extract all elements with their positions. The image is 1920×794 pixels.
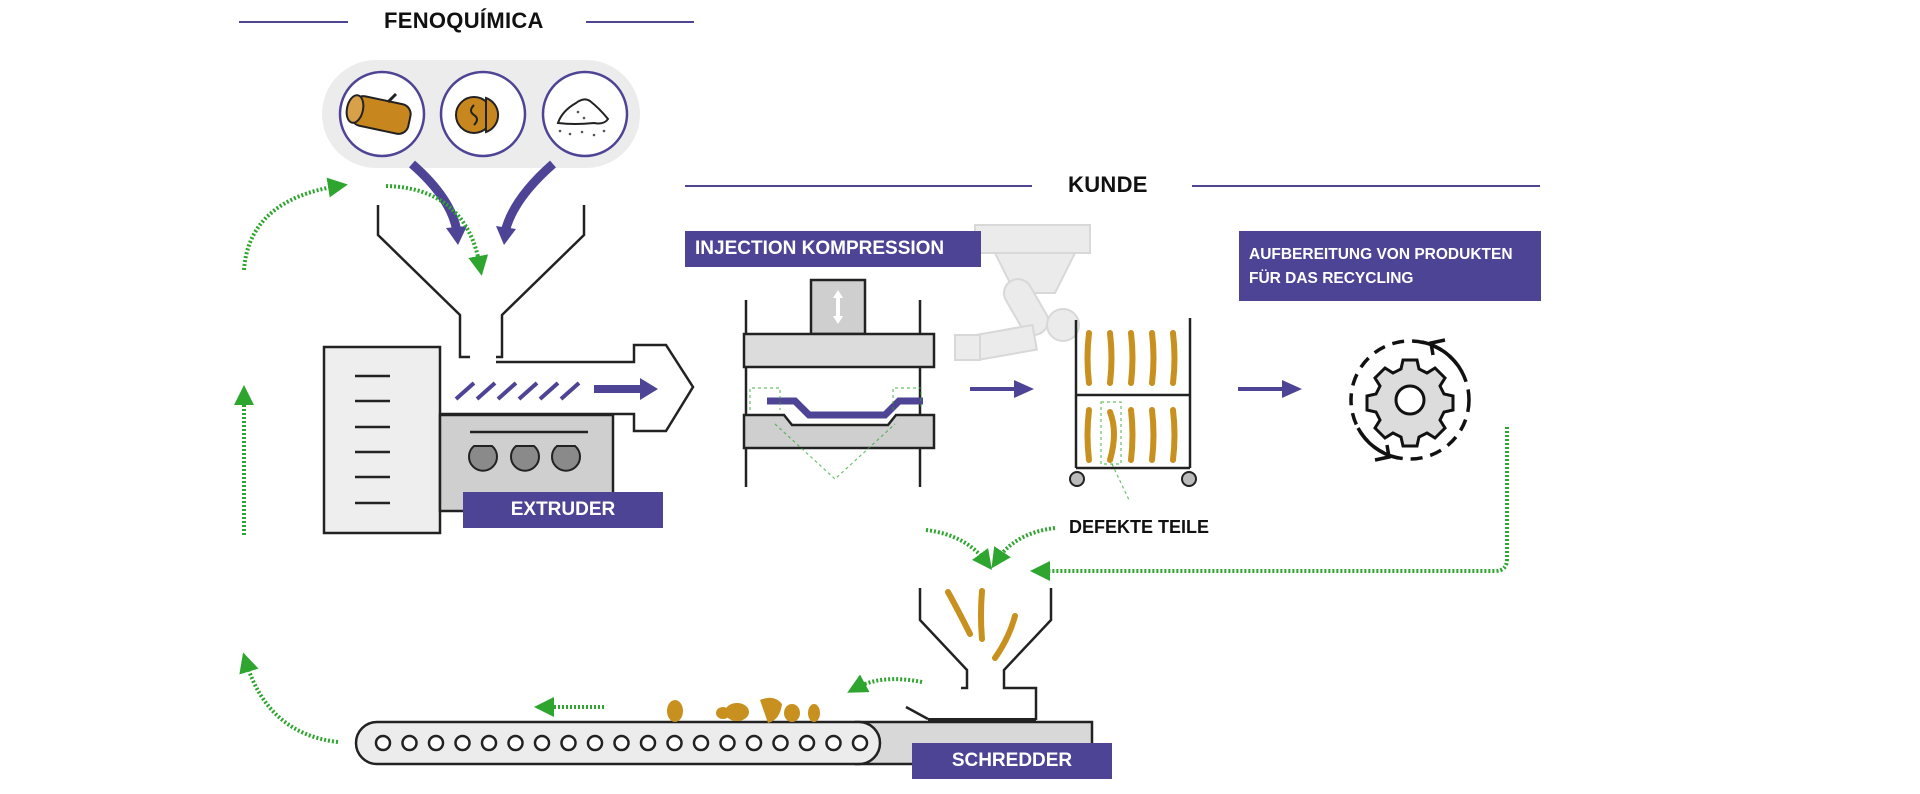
conveyor-roller: [507, 734, 524, 752]
conveyor-roller: [825, 734, 842, 752]
conveyor-roller: [666, 734, 683, 752]
conveyor-roller: [745, 734, 763, 752]
log-icon: [338, 70, 426, 158]
recycle-loop-arrows: [234, 177, 1509, 744]
arrow-head-icon: [496, 226, 516, 245]
conveyor-roller: [480, 734, 498, 752]
conveyor-roller: [613, 734, 630, 752]
recycling-prep-label: AUFBEREITUNG VON PRODUKTEN FÜR DAS RECYC…: [1239, 231, 1541, 301]
shredded-particles: [667, 697, 820, 723]
gear-recycle-icon: [1349, 338, 1471, 462]
conveyor-roller: [639, 734, 657, 752]
customer-header: KUNDE: [1068, 172, 1148, 197]
injection-kompression-label: INJECTION KOMPRESSION: [685, 231, 981, 267]
conveyor-roller: [401, 734, 418, 752]
process-arrow-icon: [970, 380, 1034, 398]
schredder-label-text: SCHREDDER: [951, 750, 1073, 771]
extruder-hopper: [376, 205, 586, 359]
robot-arm: [954, 224, 1091, 362]
parts-rack: [1069, 318, 1197, 503]
conveyor-roller: [719, 734, 736, 752]
conveyor-roller: [427, 734, 445, 752]
extruder-label: EXTRUDER: [463, 492, 663, 528]
arrow-head-icon: [446, 226, 467, 245]
recycling-label-line1: AUFBEREITUNG VON PRODUKTEN: [1249, 246, 1513, 263]
injection-press: [742, 278, 936, 487]
shredder-machine: [905, 588, 1053, 722]
conveyor-roller: [798, 734, 816, 752]
conveyor-roller: [454, 734, 471, 752]
feed-arrows: [409, 160, 556, 234]
conveyor-roller: [374, 734, 392, 752]
conveyor-roller: [851, 734, 869, 752]
defective-parts-label: DEFEKTE TEILE: [1069, 517, 1210, 537]
conveyor-roller: [586, 734, 604, 752]
injection-label-text: INJECTION KOMPRESSION: [695, 238, 945, 259]
walnut-icon: [439, 70, 527, 158]
process-arrow-icon: [1238, 380, 1302, 398]
schredder-label: SCHREDDER: [912, 743, 1112, 779]
conveyor-roller: [560, 734, 577, 752]
conveyor-roller: [772, 734, 789, 752]
supplier-header: FENOQUÍMICA: [384, 8, 544, 33]
recycling-label-line2: FÜR DAS RECYCLING: [1249, 270, 1414, 287]
conveyor-roller: [533, 734, 551, 752]
conveyor-roller: [692, 734, 710, 752]
extruder-label-text: EXTRUDER: [510, 499, 616, 520]
powder-icon: [541, 70, 629, 158]
